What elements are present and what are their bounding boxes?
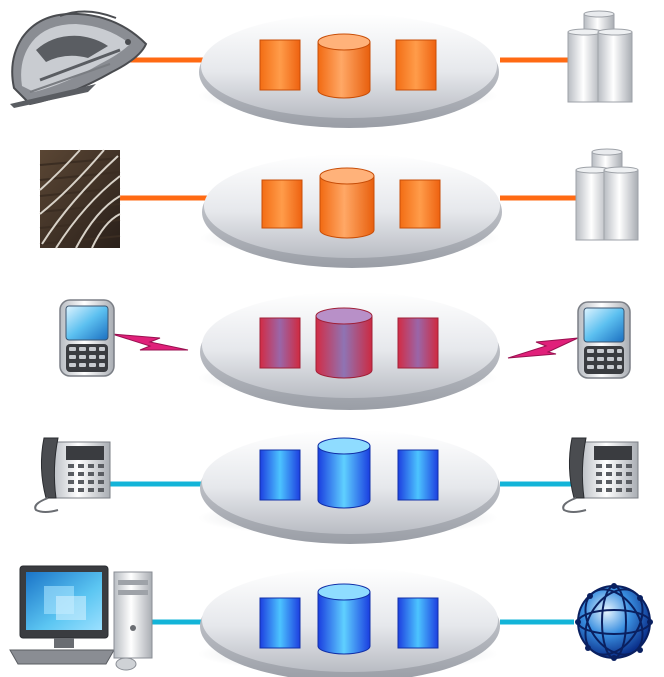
service-block-left: [259, 317, 301, 369]
service-block-right: [397, 597, 439, 649]
storage-cluster-icon: [567, 10, 633, 103]
service-block-left: [259, 449, 301, 501]
service-block-left: [259, 39, 301, 91]
service-block-left: [259, 597, 301, 649]
database-icon: [317, 437, 371, 509]
storage-cluster-icon: [575, 148, 639, 241]
service-block-right: [397, 317, 439, 369]
database-icon: [317, 33, 371, 99]
smartphone-icon: [59, 299, 115, 377]
database-icon: [317, 583, 371, 655]
railway-tracks-icon: [39, 149, 121, 249]
service-block-right: [399, 179, 441, 229]
row-rail: [39, 148, 639, 268]
row-phone: [34, 430, 639, 544]
service-block-right: [397, 449, 439, 501]
service-block-right: [395, 39, 437, 91]
database-icon: [319, 167, 375, 239]
wireless-link-left-icon: [111, 333, 189, 351]
globe-icon: [575, 583, 653, 661]
smartphone-icon: [577, 301, 631, 379]
desk-phone-icon: [562, 437, 639, 513]
row-train: [10, 10, 633, 128]
row-pc: [9, 565, 653, 677]
database-icon: [315, 307, 373, 379]
row-mobile: [59, 292, 631, 410]
desktop-computer-icon: [9, 565, 153, 671]
desk-phone-icon: [34, 437, 111, 513]
service-block-left: [261, 179, 303, 229]
train-icon: [10, 10, 148, 108]
wireless-link-right-icon: [507, 337, 579, 359]
